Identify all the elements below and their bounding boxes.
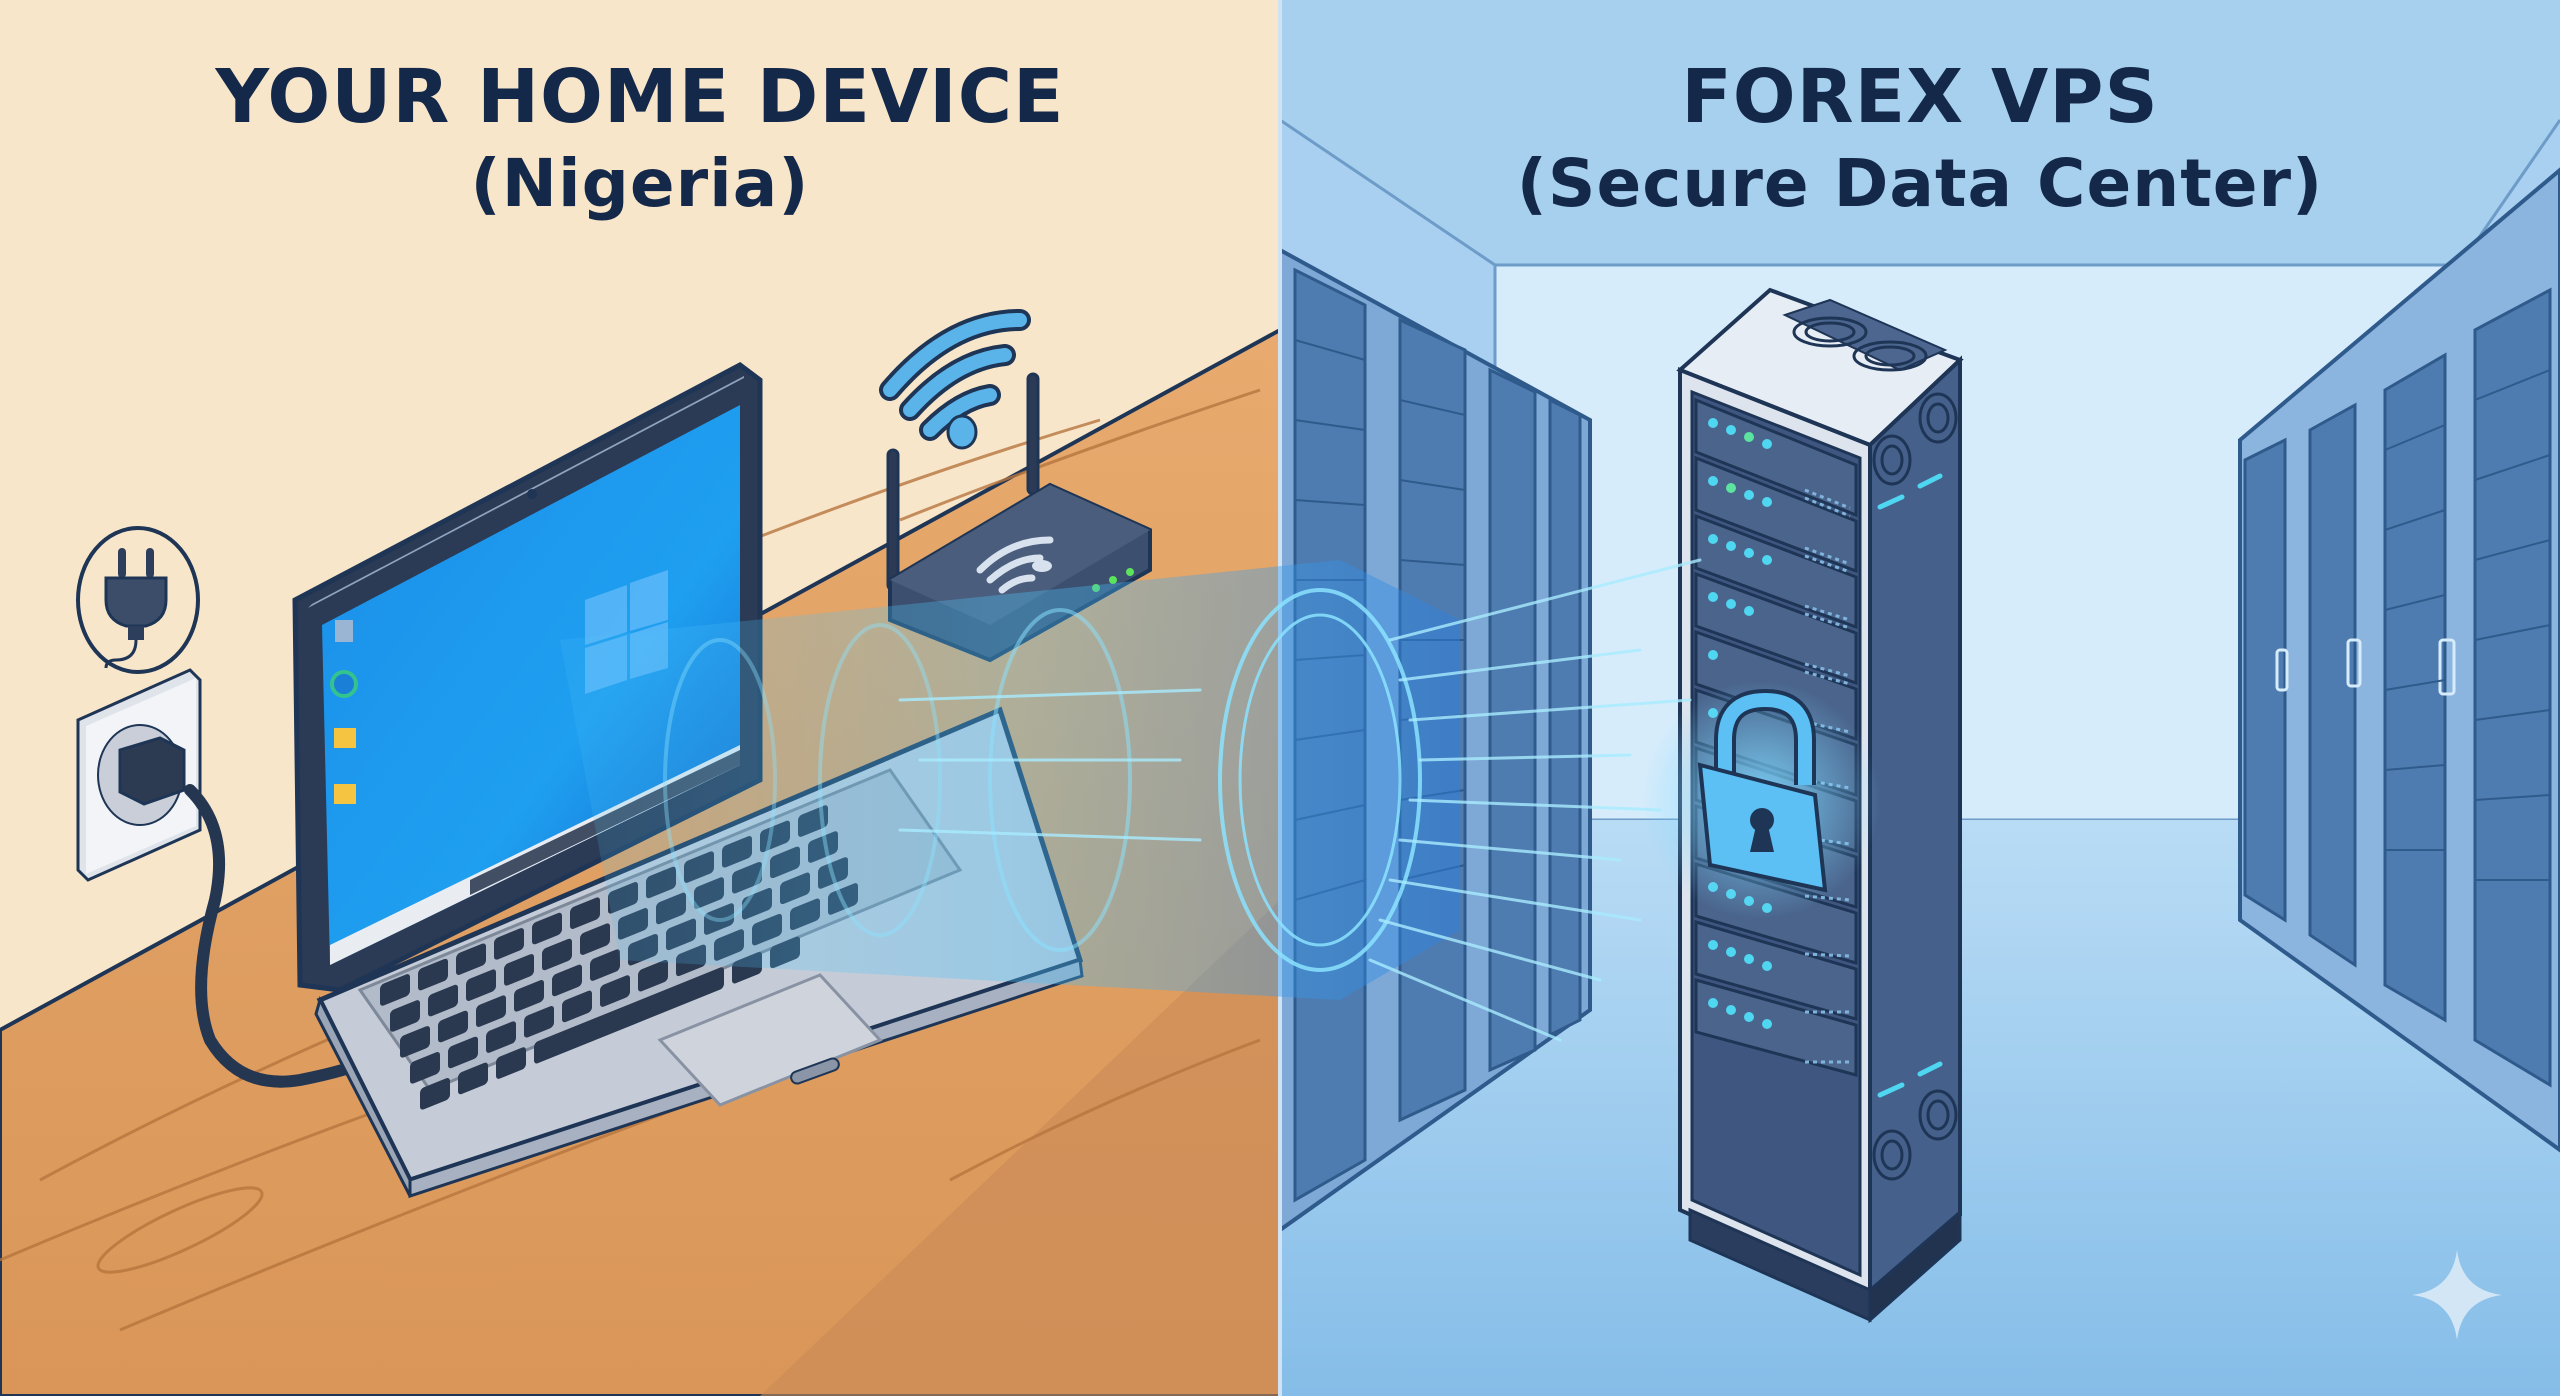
home-device-panel: YOUR HOME DEVICE (Nigeria) [0, 52, 1280, 1396]
side-fans [1872, 392, 1958, 1181]
vps-panel: FOREX VPS (Secure Data Center) [1280, 0, 2560, 1396]
recycle-bin-icon [335, 620, 353, 642]
vps-heading: FOREX VPS [1681, 54, 2159, 140]
folder-icon [334, 728, 356, 748]
router-led [1092, 584, 1100, 592]
home-device-heading: YOUR HOME DEVICE [215, 54, 1065, 140]
laptop-screen [322, 405, 740, 965]
power-plug-icon [76, 526, 200, 674]
padlock-icon [1640, 680, 1880, 920]
vps-title: FOREX VPS (Secure Data Center) [1280, 52, 2560, 226]
vps-subtitle: (Secure Data Center) [1516, 145, 2324, 222]
home-device-title: YOUR HOME DEVICE (Nigeria) [0, 52, 1280, 226]
edge-browser-icon [330, 670, 358, 698]
router-led [1126, 568, 1134, 576]
wall-outlet [76, 668, 202, 882]
home-device-location: (Nigeria) [470, 145, 810, 222]
router-led [1109, 576, 1117, 584]
power-cable [184, 784, 376, 1088]
fan-icon [1792, 316, 1928, 372]
folder-icon [334, 784, 356, 804]
sparkle-icon [2412, 1250, 2502, 1340]
server-aisle-right [2238, 167, 2560, 1153]
